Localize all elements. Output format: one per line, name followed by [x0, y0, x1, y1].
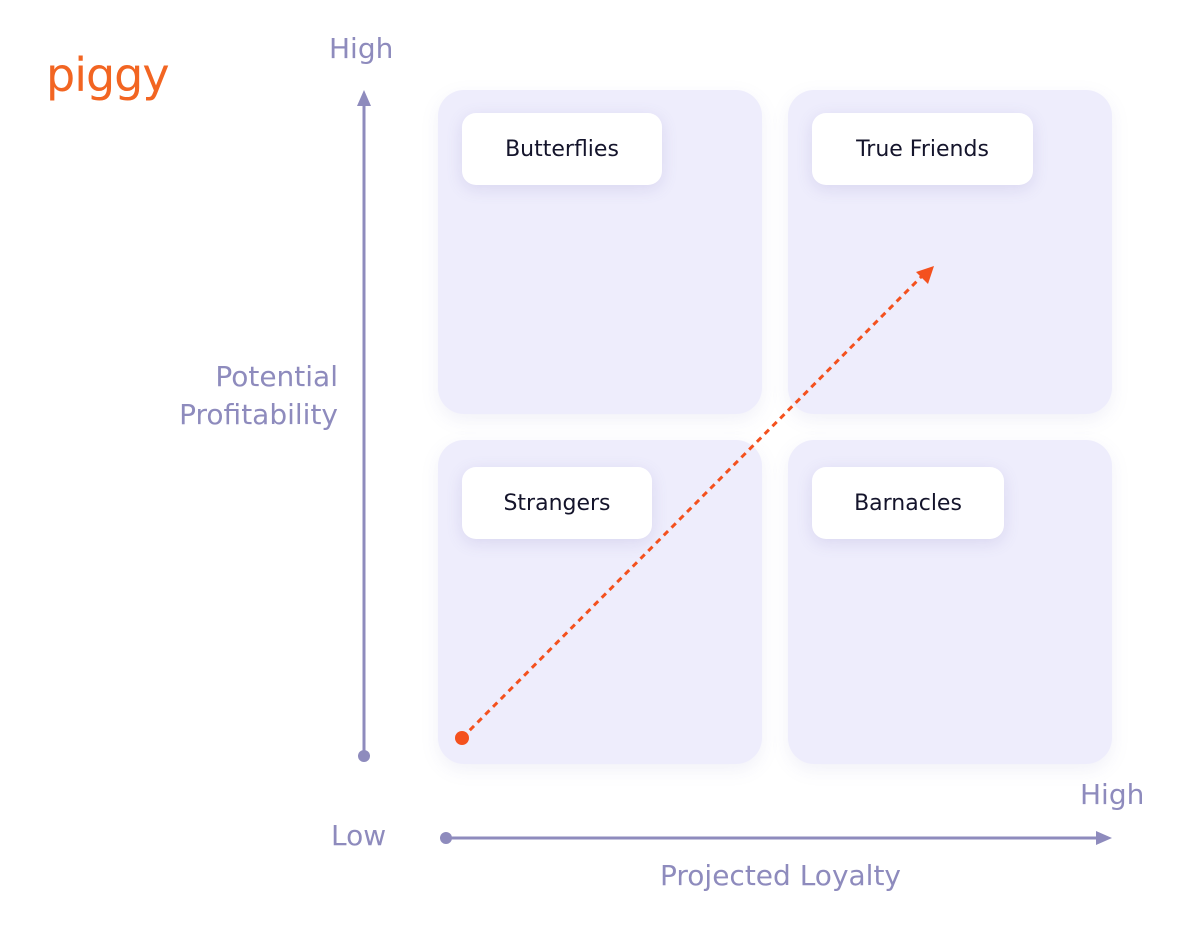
quadrant-label-strangers: Strangers	[462, 467, 652, 539]
quadrant-label-true-friends: True Friends	[812, 113, 1033, 185]
quadrant-label-butterflies: Butterflies	[462, 113, 662, 185]
y-axis-high-label: High	[329, 32, 394, 65]
y-axis-title-line2: Profitability	[179, 397, 338, 431]
y-axis-arrowhead-icon	[357, 90, 371, 106]
x-axis-high-label: High	[1080, 778, 1145, 811]
piggy-logo: piggy	[46, 48, 170, 102]
x-axis	[440, 831, 1112, 845]
x-axis-title: Projected Loyalty	[660, 859, 901, 892]
quadrant-label-barnacles: Barnacles	[812, 467, 1004, 539]
x-axis-low-label: Low	[331, 819, 387, 852]
x-axis-origin-dot	[440, 832, 452, 844]
y-axis-title: Potential Profitability	[179, 358, 338, 434]
x-axis-arrowhead-icon	[1096, 831, 1112, 845]
y-axis-title-line1: Potential	[215, 360, 338, 393]
y-axis	[357, 90, 371, 762]
y-axis-origin-dot	[358, 750, 370, 762]
